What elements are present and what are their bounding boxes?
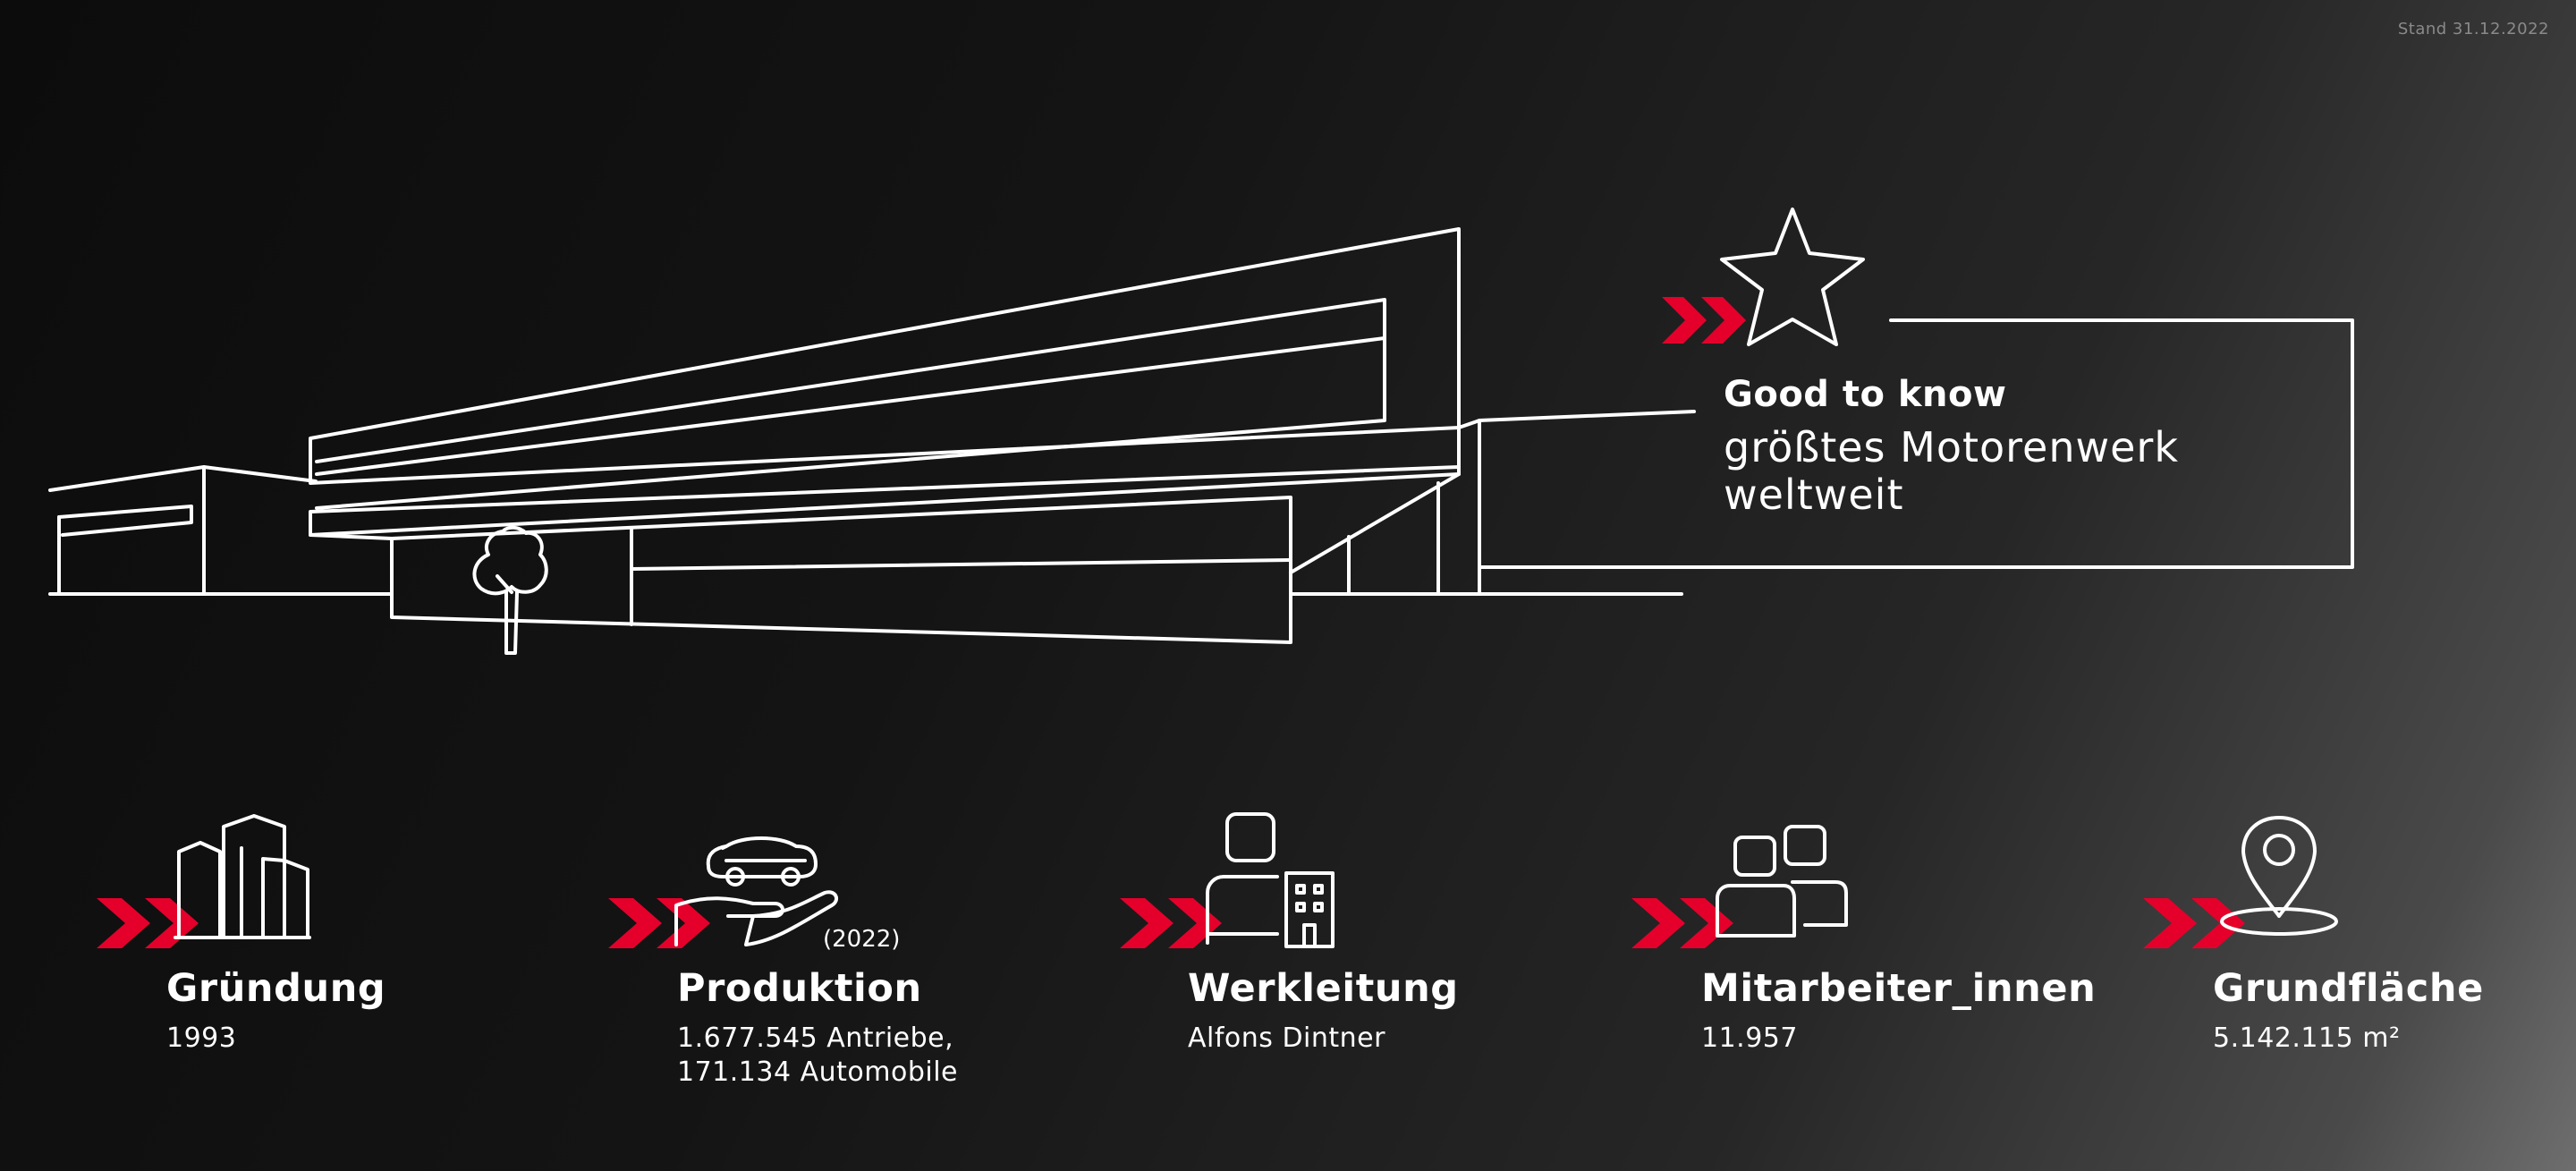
chevron-arrows-icon bbox=[1662, 297, 1746, 344]
stat-value: 11.957 bbox=[1701, 1023, 1798, 1054]
stat-value: 1993 bbox=[166, 1023, 237, 1054]
stat-title: Grundfläche bbox=[2213, 966, 2484, 1011]
stat-title: Werkleitung bbox=[1188, 966, 1459, 1011]
date-stamp: Stand 31.12.2022 bbox=[2397, 20, 2549, 38]
buildings-icon bbox=[97, 814, 311, 948]
hand-car-icon bbox=[608, 836, 839, 948]
stat-value: Alfons Dintner bbox=[1188, 1023, 1385, 1054]
people-icon bbox=[1631, 825, 1848, 948]
stat-title: Mitarbeiter_innen bbox=[1701, 966, 2097, 1011]
good-to-know-frame bbox=[1478, 318, 2354, 569]
stat-value: 5.142.115 m² bbox=[2213, 1023, 2401, 1054]
star-icon bbox=[1720, 208, 1865, 346]
good-to-know-text: größtes Motorenwerk weltweit bbox=[1724, 423, 2179, 519]
stat-value: 1.677.545 Antriebe, 171.134 Automobile bbox=[677, 1023, 958, 1088]
person-building-icon bbox=[1120, 812, 1335, 948]
factory-building-drawing bbox=[48, 227, 1696, 655]
location-pin-icon bbox=[2143, 816, 2338, 948]
good-to-know-title: Good to know bbox=[1724, 374, 2007, 415]
stat-title: Produktion bbox=[677, 966, 922, 1011]
production-year-label: (2022) bbox=[823, 926, 900, 953]
stat-title: Gründung bbox=[166, 966, 386, 1011]
